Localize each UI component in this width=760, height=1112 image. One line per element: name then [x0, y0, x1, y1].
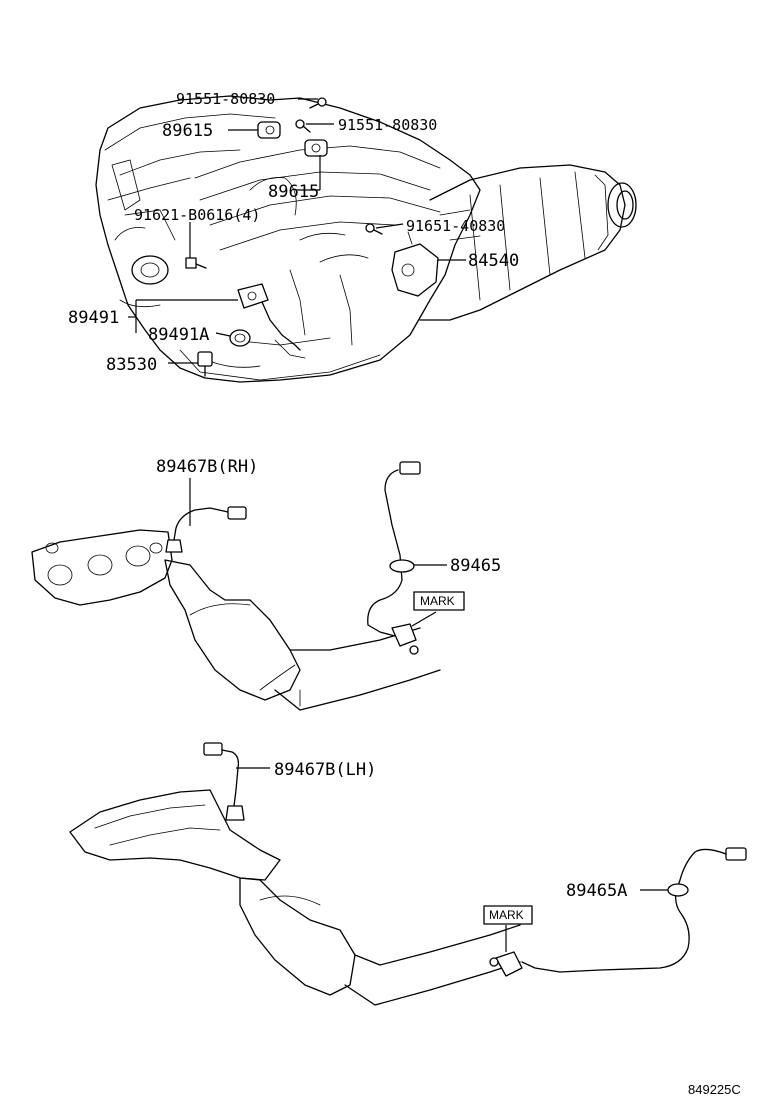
- lh-labels: 89467B(LH) 89465A MARK: [274, 760, 627, 925]
- mark-box-2: [483, 905, 533, 925]
- label-89465: 89465: [450, 556, 501, 576]
- label-91551-80830-right: 91551-80830: [338, 116, 437, 134]
- label-89465A: 89465A: [566, 881, 627, 901]
- engine-labels: 91551-80830 89615 91551-80830 89615 9162…: [68, 90, 519, 375]
- mark-box-1: [413, 591, 465, 611]
- lh-leader-lines: [236, 767, 668, 952]
- label-89491A: 89491A: [148, 325, 209, 345]
- label-89491: 89491: [68, 308, 119, 328]
- label-89467B-RH: 89467B(RH): [156, 457, 258, 477]
- rh-exhaust-drawing: [31, 461, 441, 711]
- rh-leader-lines: [189, 478, 447, 627]
- label-83530: 83530: [106, 355, 157, 375]
- mark-label-1: MARK: [420, 594, 455, 608]
- engine-leader-lines: [128, 98, 466, 364]
- label-84540: 84540: [468, 251, 519, 271]
- lh-exhaust-drawing: [69, 742, 747, 1006]
- label-89615-top: 89615: [162, 121, 213, 141]
- mark-label-2: MARK: [489, 908, 524, 922]
- label-91621-B0616: 91621-B0616(4): [134, 206, 260, 224]
- illustration-code: 849225C: [688, 1082, 741, 1097]
- label-91651-40830: 91651-40830: [406, 217, 505, 235]
- label-91551-80830-top: 91551-80830: [176, 90, 275, 108]
- label-89467B-LH: 89467B(LH): [274, 760, 376, 780]
- label-89615-lower: 89615: [268, 182, 319, 202]
- rh-labels: 89467B(RH) 89465 MARK: [156, 457, 501, 611]
- engine-small-parts: [185, 97, 439, 377]
- transmission-drawing: [419, 164, 637, 321]
